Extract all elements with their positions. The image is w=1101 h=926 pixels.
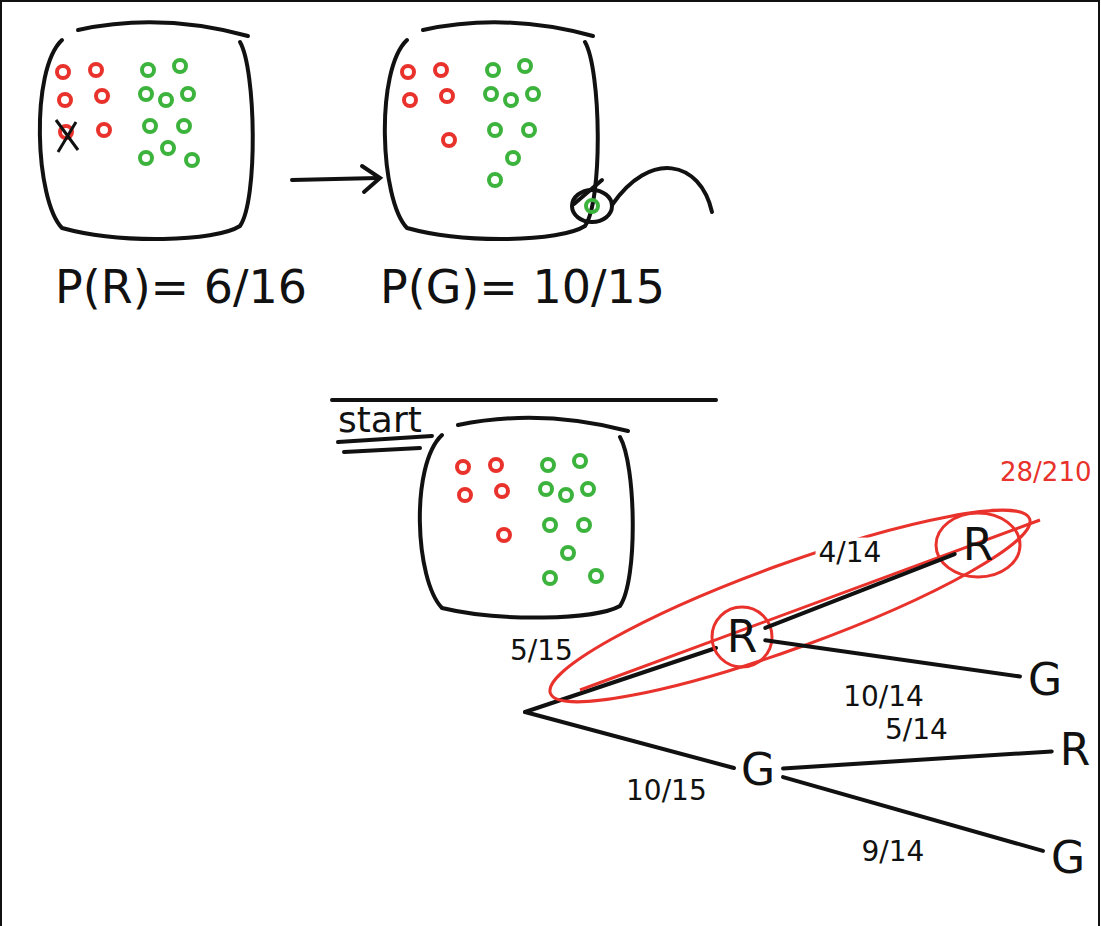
outcome-node: G: [737, 746, 779, 794]
outcome-letter: G: [1028, 654, 1062, 705]
outcome-node: G: [1047, 834, 1089, 882]
branch-probability: 9/14: [859, 837, 928, 868]
outcome-letter: G: [1051, 832, 1085, 883]
probability-expression: P(G)= 10/15: [380, 262, 665, 313]
outcome-node: R: [959, 521, 998, 569]
outcome-node: R: [1056, 726, 1095, 774]
outcome-letter: R: [727, 611, 758, 662]
probability-expression: P(R)= 6/16: [55, 262, 307, 313]
outcome-node: G: [1024, 656, 1066, 704]
branch-probability: 10/15: [626, 776, 707, 807]
branch-probability: 10/14: [840, 681, 927, 712]
outcome-letter: R: [963, 519, 994, 570]
outcome-letter: R: [1060, 724, 1091, 775]
tree-branch: [783, 751, 1052, 768]
branch-probability: 5/15: [510, 636, 573, 667]
branch-probability: 4/14: [816, 538, 885, 569]
branch-probability: 5/14: [882, 715, 951, 746]
outcome-letter: G: [741, 744, 775, 795]
heading: start: [338, 400, 422, 440]
outcome-node: R: [723, 613, 762, 661]
result-probability: 28/210: [1000, 458, 1091, 487]
tree-branch: [765, 640, 1020, 676]
